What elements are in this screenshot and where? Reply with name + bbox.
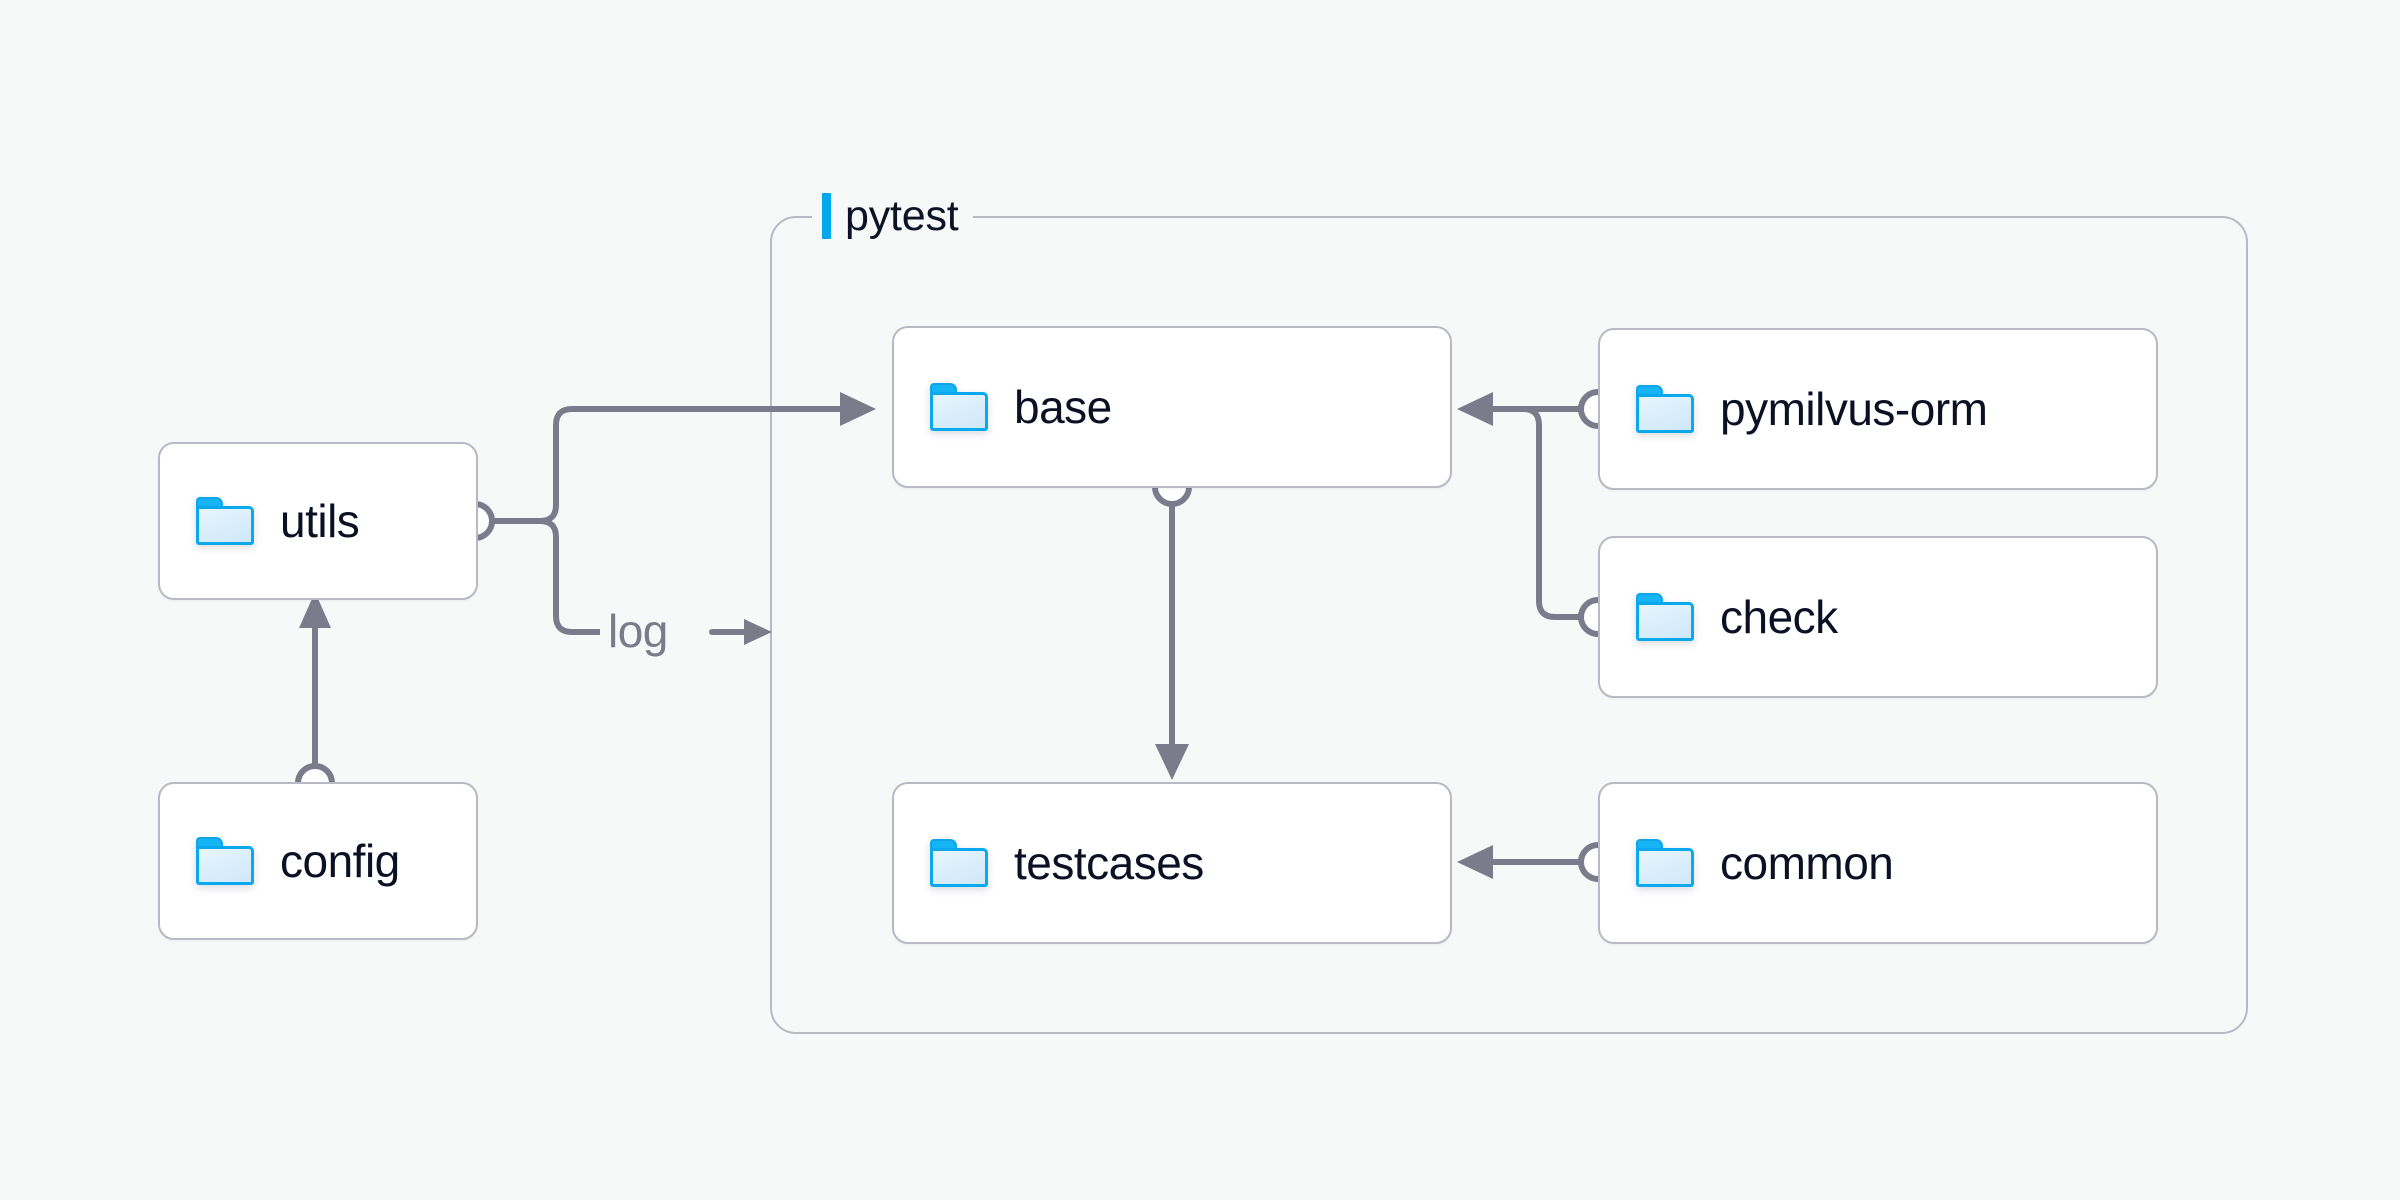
group-accent-bar: [822, 193, 831, 239]
node-label: testcases: [1014, 837, 1204, 889]
node-pymilvus-orm[interactable]: pymilvus-orm: [1598, 328, 2158, 490]
folder-icon: [196, 837, 254, 885]
node-label: common: [1720, 837, 1894, 889]
node-label: check: [1720, 591, 1838, 643]
node-base[interactable]: base: [892, 326, 1452, 488]
folder-icon: [930, 383, 988, 431]
node-label: utils: [280, 495, 360, 547]
node-label: pymilvus-orm: [1720, 383, 1988, 435]
node-check[interactable]: check: [1598, 536, 2158, 698]
node-utils[interactable]: utils: [158, 442, 478, 600]
folder-icon: [1636, 593, 1694, 641]
node-label: config: [280, 835, 400, 887]
node-config[interactable]: config: [158, 782, 478, 940]
edge-utils-to-pytest-log: [537, 518, 603, 635]
group-label-pytest: pytest: [812, 187, 973, 245]
group-label-text: pytest: [845, 191, 959, 240]
node-label: base: [1014, 381, 1112, 433]
edge-label-log: log: [600, 604, 676, 658]
folder-icon: [1636, 385, 1694, 433]
arrowhead-utils-to-pytest-log: [744, 619, 772, 645]
folder-icon: [930, 839, 988, 887]
folder-icon: [1636, 839, 1694, 887]
node-common[interactable]: common: [1598, 782, 2158, 944]
node-testcases[interactable]: testcases: [892, 782, 1452, 944]
folder-icon: [196, 497, 254, 545]
